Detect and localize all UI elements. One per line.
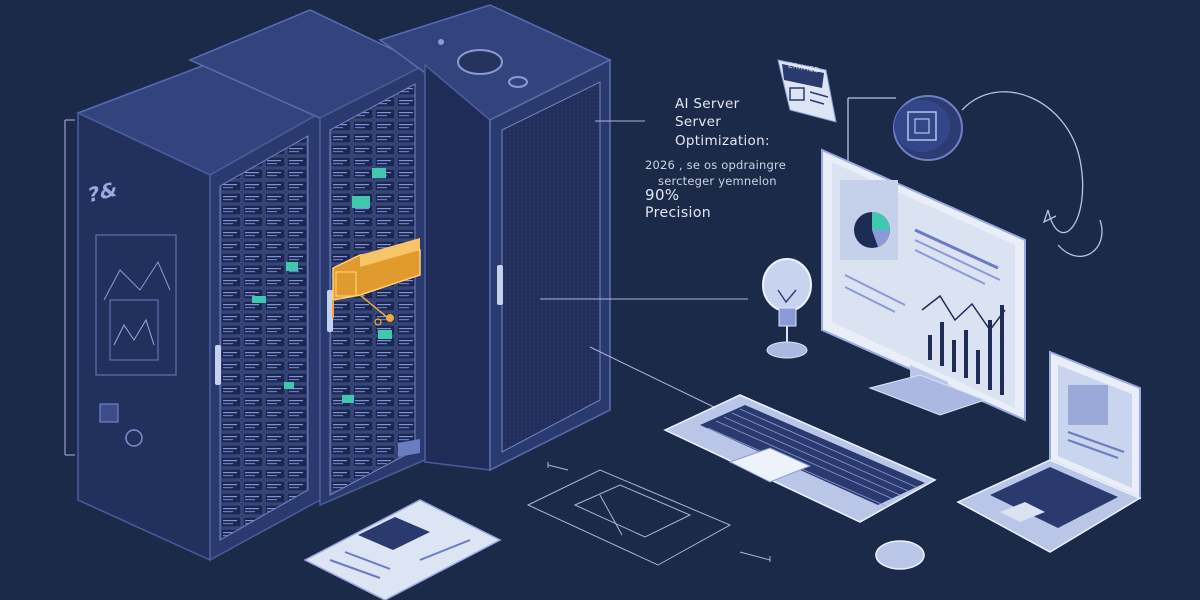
blueprint-diagram: [526, 462, 771, 566]
precision-value: 90%: [645, 186, 680, 204]
annotation-leader-lines: [64, 119, 748, 456]
annotation-subtitle-line-1: 2026 , se os opdraingre: [645, 158, 786, 172]
server-cabinet-right: [378, 4, 612, 472]
laptop: [956, 350, 1142, 553]
processor-module-highlight: [332, 238, 421, 326]
server-cabinet-left: [76, 62, 322, 562]
lightbulb-icon: [762, 258, 812, 359]
keyboard: [663, 394, 937, 523]
annotation-title-line-2: Server: [675, 114, 722, 130]
annotation-title-line-1: AI Server: [675, 96, 740, 112]
desktop-monitor: [821, 148, 1026, 422]
annotation-subtitle-line-2: sercteger yemnelon: [658, 174, 777, 188]
chip-icon: [893, 95, 963, 161]
tablet-document: [303, 438, 502, 600]
precision-label: Precision: [645, 205, 712, 221]
certified-badge-card: [777, 59, 837, 123]
mouse: [875, 540, 925, 570]
server-cabinet-middle: [188, 9, 427, 507]
annotation-title-line-3: Optimization:: [675, 133, 770, 149]
